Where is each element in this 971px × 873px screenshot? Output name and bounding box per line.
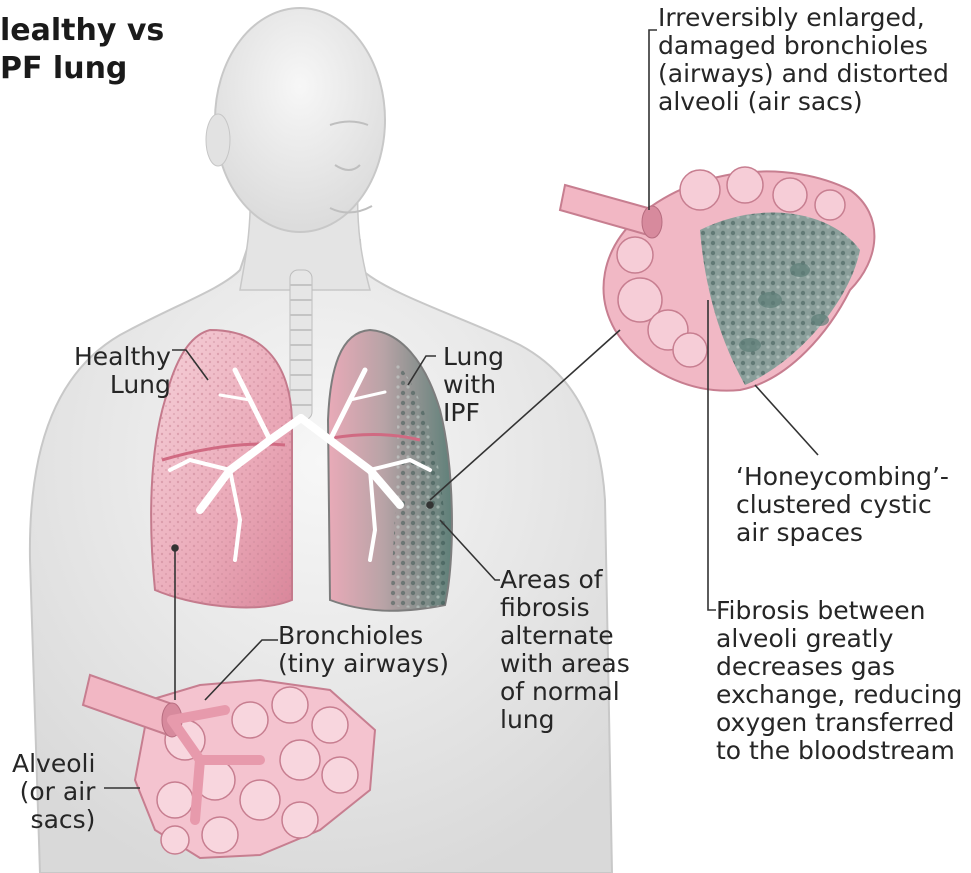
- label-irreversibly-enlarged: Irreversibly enlarged, damaged bronchiol…: [658, 4, 949, 116]
- label-fibrosis-between-alveoli: Fibrosis between alveoli greatly decreas…: [716, 597, 962, 765]
- label-healthy-lung: Healthy Lung: [74, 343, 171, 399]
- ipf-alveoli-cluster: [560, 167, 874, 391]
- head: [215, 8, 385, 232]
- label-bronchioles: Bronchioles (tiny airways): [278, 622, 449, 678]
- diagram-title: lealthy vs PF lung: [0, 12, 164, 88]
- title-line-1: lealthy vs: [0, 12, 164, 50]
- label-areas-of-fibrosis: Areas of fibrosis alternate with areas o…: [500, 566, 630, 734]
- label-honeycombing: ‘Honeycombing’- clustered cystic air spa…: [736, 463, 949, 547]
- leader-honeycombing: [755, 385, 818, 455]
- leader-irreversibly: [649, 30, 657, 210]
- ear: [206, 114, 230, 166]
- label-alveoli: Alveoli (or air sacs): [12, 750, 95, 834]
- title-line-2: PF lung: [0, 50, 164, 88]
- label-lung-with-ipf: Lung with IPF: [443, 343, 504, 427]
